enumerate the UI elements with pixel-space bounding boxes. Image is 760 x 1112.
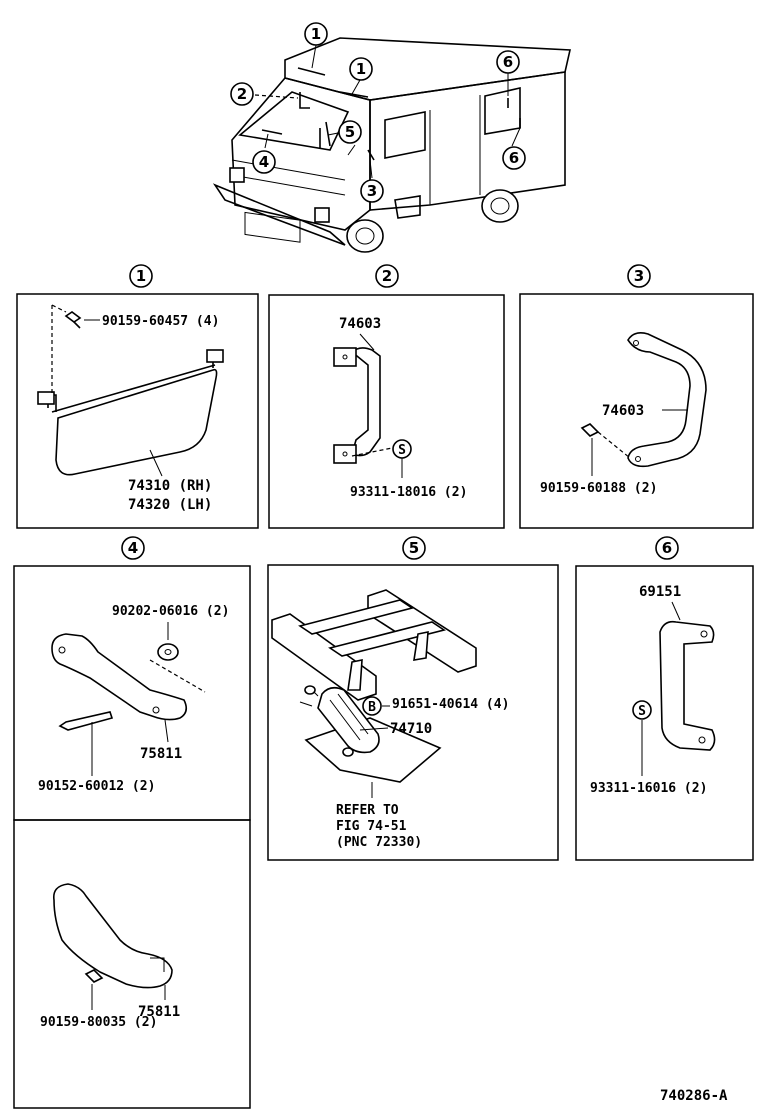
callout-2: 2: [237, 85, 247, 103]
lamp-note-line3: (PNC 72330): [336, 835, 422, 850]
callout-5: 5: [345, 123, 355, 141]
bolt-icon: [580, 423, 600, 437]
screw-icon: [58, 711, 114, 731]
panel-5: 5 B 91651-40614 (4) 74710 REFER TO FIG 7…: [267, 536, 559, 861]
grip3-bolt-label: 90159-60188 (2): [540, 481, 657, 496]
lamp-bolt-marker: B: [368, 700, 376, 715]
visor-lh-label: 74320 (LH): [128, 497, 212, 513]
panel-2-number: 2: [382, 267, 392, 285]
grip6-screw-label: 93311-16016 (2): [590, 781, 707, 796]
panel-3: 3 74603 90159-60188 (2): [519, 264, 754, 529]
panel-1-number: 1: [136, 267, 146, 285]
callout-6b: 6: [509, 149, 519, 167]
visor-bracket-right: [206, 349, 224, 363]
panel-6: 6 69151 S 93311-16016 (2): [575, 536, 754, 861]
grip-part-label: 74603: [339, 316, 381, 332]
callout-6a: 6: [503, 53, 513, 71]
assist-grip: [627, 332, 707, 468]
visor-rh-label: 74310 (RH): [128, 478, 212, 494]
grip3-part-label: 74603: [602, 403, 644, 419]
panel-5-number: 5: [409, 539, 419, 557]
van-callouts: 1 1 2 4 5 3 6 6: [230, 22, 526, 203]
figure-code: 740286-A: [660, 1088, 728, 1104]
handle-screw-label: 90152-60012 (2): [38, 779, 155, 794]
lamp-bolt-label: 91651-40614 (4): [392, 697, 509, 712]
grip-screw-marker: S: [398, 443, 406, 458]
lamp-note-line1: REFER TO: [336, 803, 399, 818]
lamp-note-line2: FIG 74-51: [336, 819, 407, 834]
grip-mount-top: [333, 347, 357, 367]
panel-1: 1 90159-60457 (4) 74310 (RH) 74320 (LH): [16, 264, 259, 529]
panel-6-number: 6: [662, 539, 672, 557]
visor-bracket-left: [37, 391, 55, 405]
grip6-part-label: 69151: [639, 584, 681, 600]
callout-3: 3: [367, 182, 377, 200]
pull-handle-alt: [52, 883, 173, 989]
grip-handle: [659, 620, 716, 751]
grip-mount-bottom: [333, 444, 357, 464]
grip-screw-label: 93311-18016 (2): [350, 485, 467, 500]
panel-4: 4 90202-06016 (2) 90152-60012 (2) 75811 …: [13, 536, 251, 1109]
van-illustration: [212, 37, 571, 253]
sun-visor: [55, 368, 218, 476]
bolt-icon: [84, 969, 104, 983]
callout-1b: 1: [356, 60, 366, 78]
panel-4-number: 4: [128, 539, 138, 557]
handle-alt-part-label: 75811: [138, 1004, 180, 1020]
visor-bolt-label: 90159-60457 (4): [102, 314, 219, 329]
pull-handle: [51, 633, 188, 721]
bolt-icon: [64, 311, 82, 323]
lamp-part-label: 74710: [390, 721, 432, 737]
handle-part-label: 75811: [140, 746, 182, 762]
callout-1a: 1: [311, 25, 321, 43]
panel-2: 2 74603 S 93311-18016 (2): [268, 264, 505, 529]
handle-alt-bolt-label: 90159-80035 (2): [40, 1015, 157, 1030]
panel-3-number: 3: [634, 267, 644, 285]
washer: [157, 643, 179, 661]
washer-label: 90202-06016 (2): [112, 604, 229, 619]
grip6-screw-marker: S: [638, 704, 646, 719]
callout-4: 4: [259, 153, 269, 171]
